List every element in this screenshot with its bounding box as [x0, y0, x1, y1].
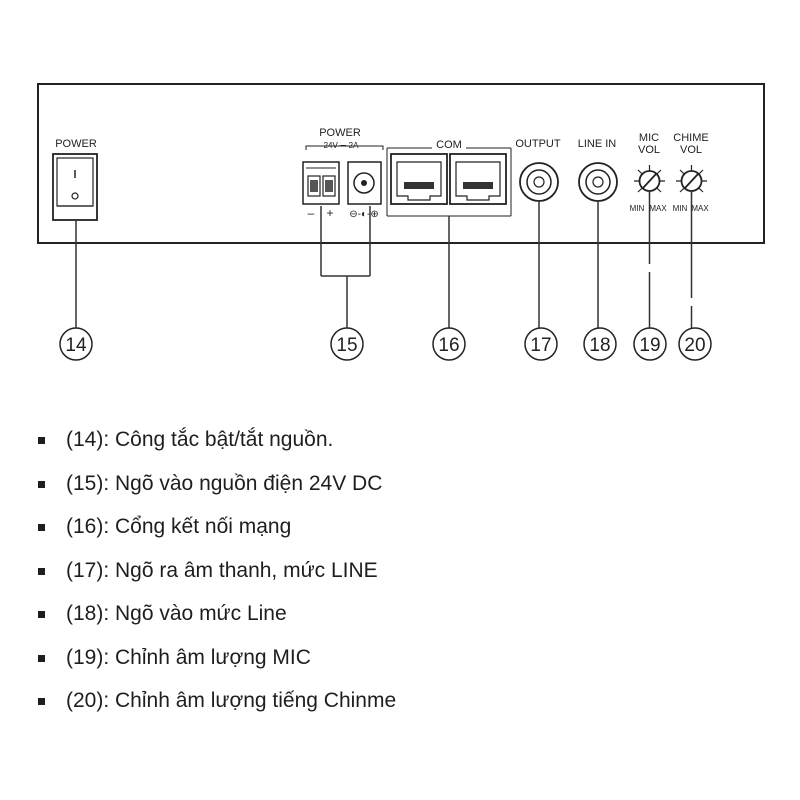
device-outline: [37, 83, 765, 244]
legend-item-text: (15): Ngõ vào nguồn điện 24V DC: [66, 471, 383, 495]
callout-14: 14: [59, 327, 93, 361]
legend-item: (14): Công tắc bật/tắt nguồn.: [36, 424, 396, 468]
line-in-label: LINE IN: [578, 138, 617, 150]
output-label: OUTPUT: [515, 138, 561, 150]
com-ports: [386, 147, 512, 217]
output-jack: [519, 162, 559, 202]
polarity-plus: +: [326, 206, 333, 220]
callout-16: 16: [432, 327, 466, 361]
leader-lines: [75, 191, 693, 328]
callout-19: 19: [633, 327, 667, 361]
power-input-label: POWER: [319, 127, 361, 139]
legend-item: (17): Ngõ ra âm thanh, mức LINE: [36, 555, 396, 599]
bullet-icon: [38, 567, 45, 575]
legend-item-text: (17): Ngõ ra âm thanh, mức LINE: [66, 558, 378, 582]
terminal-block: [302, 145, 384, 205]
callout-19-number: 19: [639, 335, 660, 356]
mic-max-label: MAX: [649, 204, 667, 213]
diagram-svg: POWER POWER 24V ⎓ 2A – + ⊖-◐-⊕: [37, 83, 765, 361]
callout-20: 20: [678, 327, 712, 361]
callout-17-number: 17: [530, 335, 551, 356]
legend-item-text: (20): Chỉnh âm lượng tiếng Chinme: [66, 689, 397, 712]
callout-14-number: 14: [65, 335, 87, 356]
chime-vol-label-line2: VOL: [680, 144, 702, 156]
legend-item: (18): Ngõ vào mức Line: [36, 598, 396, 642]
bullet-icon: [38, 480, 45, 488]
chime-min-label: MIN: [673, 204, 688, 213]
bullet-icon: [38, 611, 45, 618]
com-label: COM: [436, 139, 462, 151]
legend-item-text: (16): Cổng kết nối mạng: [66, 515, 292, 538]
callout-15-number: 15: [336, 335, 357, 356]
legend-item: (20): Chỉnh âm lượng tiếng Chinme: [36, 685, 396, 729]
legend-item-text: (18): Ngõ vào mức Line: [66, 602, 287, 625]
legend-item: (16): Cổng kết nối mạng: [36, 511, 396, 555]
callout-18-number: 18: [589, 335, 610, 356]
callout-20-number: 20: [684, 335, 705, 356]
legend-item: (15): Ngõ vào nguồn điện 24V DC: [36, 468, 396, 512]
dc-jack: [347, 161, 382, 205]
dc-polarity-symbol: ⊖-◐-⊕: [349, 209, 378, 220]
mic-vol-knob: [634, 165, 665, 196]
chime-max-label: MAX: [691, 204, 709, 213]
callout-15: 15: [330, 327, 364, 361]
legend-item-text: (14): Công tắc bật/tắt nguồn.: [66, 428, 334, 451]
mic-vol-label-line2: VOL: [638, 144, 660, 156]
legend-list: (14): Công tắc bật/tắt nguồn. (15): Ngõ …: [36, 424, 396, 729]
polarity-minus: –: [308, 206, 315, 220]
legend-item-text: (19): Chỉnh âm lượng MIC: [66, 645, 311, 669]
power-switch: [52, 153, 98, 221]
bullet-icon: [38, 698, 45, 705]
power-switch-label: POWER: [55, 138, 97, 150]
bullet-icon: [38, 654, 45, 662]
callout-18: 18: [583, 327, 617, 361]
mic-vol-label-line1: MIC: [639, 132, 659, 144]
callout-17: 17: [524, 327, 558, 361]
chime-vol-knob: [676, 165, 707, 196]
legend-item: (19): Chỉnh âm lượng MIC: [36, 642, 396, 686]
bullet-icon: [38, 437, 45, 444]
rear-panel-diagram: POWER POWER 24V ⎓ 2A – + ⊖-◐-⊕: [0, 0, 800, 380]
bullet-icon: [38, 524, 45, 531]
line-in-jack: [578, 162, 618, 202]
callout-16-number: 16: [438, 335, 459, 356]
chime-vol-label-line1: CHIME: [673, 132, 708, 144]
mic-min-label: MIN: [630, 204, 645, 213]
